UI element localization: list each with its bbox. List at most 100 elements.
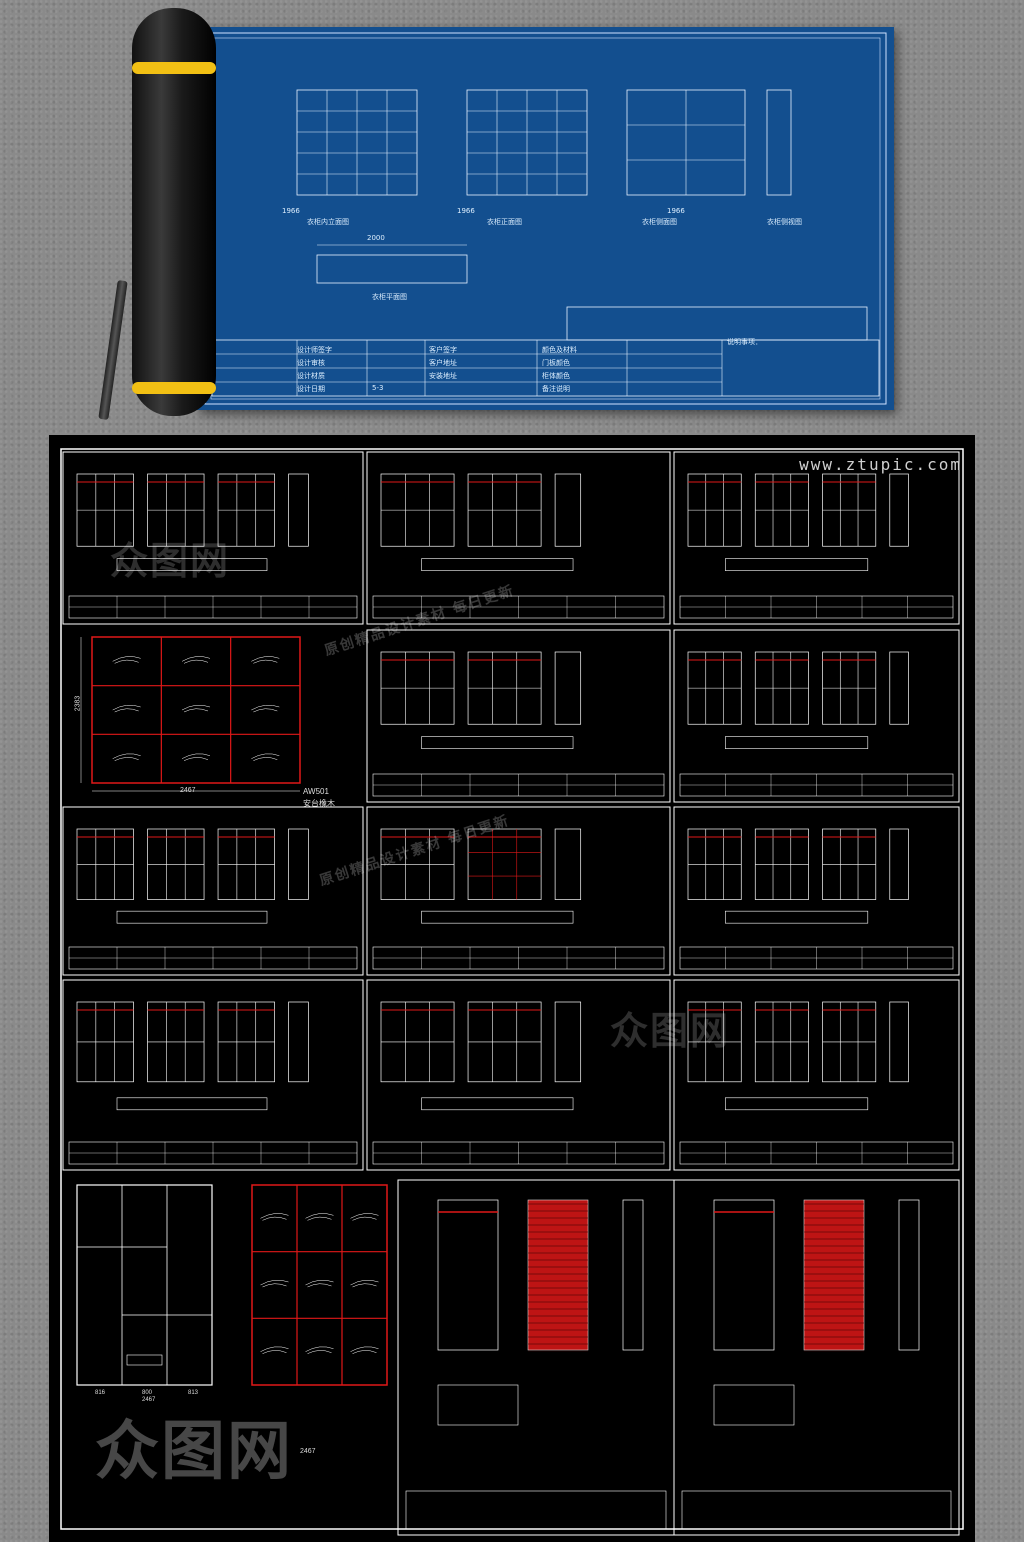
door-panel-large	[91, 636, 301, 784]
door-panel-tall-grain	[260, 1213, 289, 1221]
bp-dim-3: 1966	[667, 207, 685, 215]
panel-note-2: 安台橡木	[303, 799, 335, 808]
tall-thumb-2-side	[898, 1199, 920, 1351]
cad-thumb-5-plan	[421, 736, 574, 749]
dim-label-b: 2383	[74, 695, 82, 712]
wardrobe-drawer	[126, 1354, 163, 1366]
bp-row-4: 设计日期	[297, 385, 325, 393]
bp-cabinet-side	[766, 89, 792, 196]
bp-plan	[316, 254, 468, 284]
cad-thumb-8-plan	[421, 910, 574, 924]
bp-col3-3: 柜体颜色	[542, 372, 570, 380]
tall-thumb-2	[673, 1179, 960, 1536]
bp-title-block-top	[566, 306, 868, 341]
bp-notes-title: 说明事项：	[727, 338, 762, 346]
door-panel-large-grain	[181, 753, 211, 761]
door-panel-large-grain	[112, 753, 141, 761]
bp-title-1: 衣柜内立面图	[307, 218, 349, 226]
door-panel-tall-grain	[260, 1279, 289, 1288]
dim-label-d: 800	[142, 1390, 153, 1396]
cad-thumb-10	[62, 979, 364, 1171]
door-panel-large-grain	[181, 656, 211, 664]
bp-col3-2: 门板颜色	[542, 359, 570, 367]
cad-thumb-9-plan	[724, 910, 869, 924]
cad-thumb-8-cabinet	[467, 828, 542, 900]
cad-thumb-3	[673, 451, 960, 625]
cad-thumb-12-plan	[724, 1097, 869, 1111]
dim-label-c: 816	[95, 1390, 106, 1396]
bp-dim-2: 1966	[457, 207, 475, 215]
tall-thumb-1-red-door	[527, 1199, 589, 1351]
cad-thumb-5	[366, 629, 671, 803]
cad-thumb-3-plan	[724, 558, 869, 571]
cad-thumb-6-plan	[724, 736, 869, 749]
bp-col2-1: 客户签字	[429, 346, 457, 354]
cad-thumb-9	[673, 806, 960, 976]
cad-outer-frame	[60, 448, 964, 1530]
roll-band-bottom	[132, 382, 216, 394]
tall-thumb-2-cabinet	[713, 1199, 775, 1351]
bp-row-4-value: 5-3	[372, 384, 384, 392]
cad-thumb-6-cabinet	[889, 651, 909, 725]
cad-thumb-11-cabinet	[554, 1001, 582, 1083]
dim-label-a2: 2467	[300, 1448, 316, 1455]
door-panel-tall-grain	[350, 1213, 379, 1221]
cad-thumb-7-cabinet	[288, 828, 309, 900]
tall-thumb-1-cabinet	[437, 1199, 499, 1351]
door-panel-large-grain	[251, 704, 280, 713]
panel-note-1: AW501	[303, 787, 329, 796]
dim-label-a: 2467	[180, 787, 196, 794]
door-panel-large-grain	[251, 656, 280, 664]
tall-thumb-1-side	[622, 1199, 644, 1351]
door-panel-tall-grain	[260, 1346, 289, 1354]
cad-thumb-10-plan	[116, 1097, 268, 1111]
blueprint-drawing	[204, 32, 887, 405]
watermark-logo-2: 众图网	[110, 539, 231, 583]
bp-col3-1: 颜色及材料	[542, 346, 577, 354]
door-panel-tall-grain	[305, 1346, 334, 1354]
cad-thumb-6	[673, 629, 960, 803]
blueprint-sheet: 衣柜内立面图 衣柜正面图 衣柜侧面图 衣柜侧视图 衣柜平面图 1966 1966…	[197, 27, 894, 410]
cad-thumb-2-plan	[421, 558, 574, 571]
door-panel-large-grain	[181, 704, 211, 713]
tall-thumb-2-plan	[713, 1384, 795, 1426]
cad-thumb-11	[366, 979, 671, 1171]
door-panel-tall-grain	[305, 1213, 334, 1221]
door-panel-large-grain	[112, 656, 141, 664]
wardrobe-elevation	[76, 1184, 213, 1386]
cad-thumb-5-cabinet	[554, 651, 582, 725]
bp-col2-2: 客户地址	[429, 359, 457, 367]
door-panel-tall	[251, 1184, 388, 1386]
door-panel-large-grain	[251, 753, 280, 761]
cad-thumb-1-plan	[116, 558, 268, 571]
bp-title-4: 衣柜侧视图	[767, 218, 802, 226]
bp-col3-4: 备注说明	[542, 385, 570, 393]
cad-thumb-1	[62, 451, 364, 625]
cad-thumb-1-cabinet	[288, 473, 309, 547]
cad-thumb-7-plan	[116, 910, 268, 924]
cad-thumb-2	[366, 451, 671, 625]
watermark-logo: 众图网	[95, 1415, 293, 1489]
tall-thumb-1-titleblock	[405, 1490, 667, 1530]
bp-dim-1: 1966	[282, 207, 300, 215]
pencil-icon	[98, 279, 128, 421]
door-panel-tall-grain	[305, 1279, 334, 1288]
cad-thumb-12-cabinet	[889, 1001, 909, 1083]
cad-thumb-11-plan	[421, 1097, 574, 1111]
door-panel-tall-grain	[350, 1346, 379, 1354]
door-panel-large-grain	[112, 704, 141, 713]
bp-row-1: 设计师签字	[297, 346, 332, 354]
cad-thumb-12	[673, 979, 960, 1171]
bp-row-3: 设计材质	[297, 372, 325, 380]
paper-roll	[132, 8, 216, 416]
cad-thumb-9-cabinet	[889, 828, 909, 900]
cad-thumb-7	[62, 806, 364, 976]
watermark-logo-3: 众图网	[610, 1009, 731, 1053]
bp-dim-4: 2000	[367, 234, 385, 242]
tall-thumb-2-titleblock	[681, 1490, 952, 1530]
bp-row-2: 设计审核	[297, 359, 325, 367]
bp-title-5: 衣柜平面图	[372, 293, 407, 301]
tall-thumb-2-red-door	[803, 1199, 865, 1351]
bp-col2-3: 安装地址	[429, 372, 457, 380]
bp-title-3: 衣柜侧面图	[642, 218, 677, 226]
